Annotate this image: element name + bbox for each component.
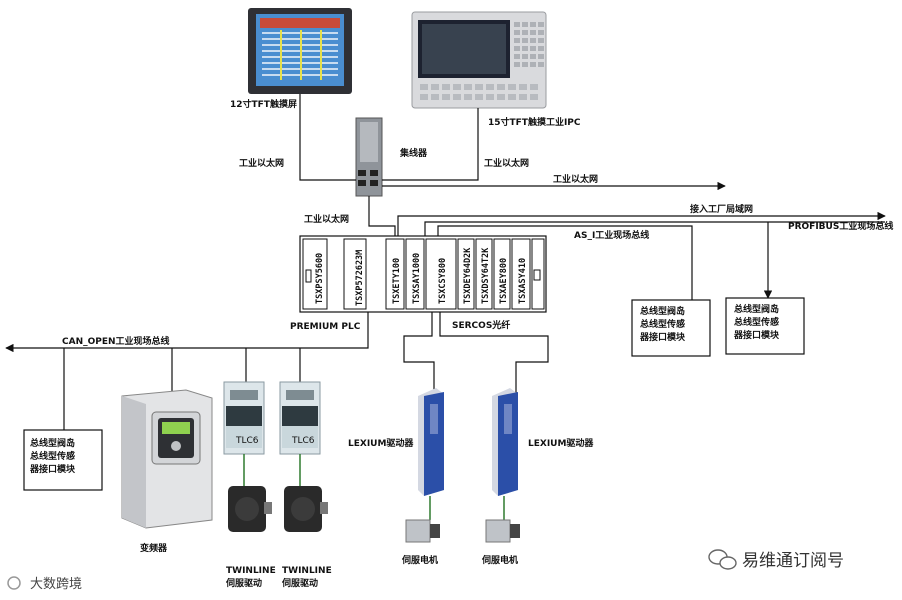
- gateway-line: 总线型阀岛: [640, 305, 685, 317]
- hmi-12-label: 12寸TFT触摸屏: [230, 98, 297, 110]
- plc-module-5: TSXDEY64D2K: [463, 247, 473, 304]
- gateway-line: 总线型阀岛: [30, 437, 75, 449]
- ipc-ethernet-line: [382, 108, 479, 181]
- plc-modules: TSXPSY5600 TSXP572623M TSXETY100 TSXSAY1…: [315, 247, 528, 306]
- factory-net-label: 接入工厂局域网: [690, 203, 753, 215]
- gateway-line: 器接口模块: [639, 331, 686, 343]
- hub-label: 集线器: [399, 147, 428, 159]
- gateway-line: 总线型阀岛: [734, 303, 779, 315]
- gateway-line: 器接口模块: [733, 329, 780, 341]
- hmi-12-device: [248, 8, 352, 94]
- plc-module-3: TSXSAY1000: [412, 253, 422, 304]
- watermark-left-text: 大数跨境: [30, 577, 82, 592]
- plc-module-0: TSXPSY5600: [315, 253, 325, 304]
- plc-module-6: TSXDSY64T2K: [481, 247, 491, 304]
- ethernet-left-label: 工业以太网: [239, 157, 284, 169]
- lexium-label: LEXIUM驱动器: [528, 438, 594, 449]
- gateway-line: 器接口模块: [29, 463, 76, 475]
- ipc-15-label: 15寸TFT触摸工业IPC: [488, 116, 581, 128]
- profibus-line: [424, 221, 885, 298]
- canopen-label: CAN_OPEN工业现场总线: [62, 335, 170, 347]
- plc-module-7: TSXAEY800: [499, 258, 509, 304]
- plc-label: PREMIUM PLC: [290, 322, 361, 332]
- watermark-logo-icon: [7, 576, 21, 590]
- asi-bus-label: AS_I工业现场总线: [574, 229, 649, 241]
- lexium-drive-2: [485, 388, 520, 543]
- tlc-drive-1: TLC6: [223, 381, 272, 532]
- gateway-line: 总线型传感: [640, 318, 685, 330]
- vfd-device: [121, 389, 213, 529]
- servo-motor-label: 伺服电机: [481, 554, 518, 566]
- tlc-drive-2: TLC6: [279, 381, 328, 532]
- plc-rack: [299, 235, 547, 313]
- hub-device: [355, 117, 383, 197]
- main-ethernet-label: 工业以太网: [553, 173, 598, 185]
- gateway-line: 总线型传感: [734, 316, 779, 328]
- canopen-bus-line: [5, 312, 369, 353]
- watermark-right: 易维通订阅号: [708, 549, 844, 571]
- wechat-icon: [708, 549, 737, 570]
- gateway-box-asi: 总线型阀岛 总线型传感 器接口模块: [631, 299, 711, 357]
- plc-module-4: TSXCSY800: [438, 258, 448, 304]
- watermark-left: 大数跨境: [7, 576, 82, 592]
- profibus-label: PROFIBUS工业现场总线: [788, 220, 893, 232]
- tlc-label-line: 伺服驱动: [281, 577, 318, 589]
- servo-motor-label: 伺服电机: [401, 554, 438, 566]
- tlc-label-line: TWINLINE: [282, 566, 332, 576]
- tlc-label-line: TWINLINE: [226, 566, 276, 576]
- lexium-drive-1: [405, 388, 444, 543]
- hmi-ethernet-line: [299, 94, 356, 181]
- plc-module-2: TSXETY100: [392, 258, 402, 304]
- tlc-panel-label: TLC6: [291, 436, 315, 446]
- sercos-label: SERCOS光纤: [452, 319, 510, 331]
- gateway-box-profibus: 总线型阀岛 总线型传感 器接口模块: [725, 297, 805, 355]
- ipc-15-device: [411, 11, 547, 109]
- plc-ethernet-label: 工业以太网: [304, 213, 349, 225]
- asi-bus-line: [437, 225, 693, 300]
- hub-to-plc-line: [368, 196, 396, 238]
- tlc-panel-label: TLC6: [235, 436, 259, 446]
- plc-module-1: TSXP572623M: [355, 250, 365, 306]
- gateway-box-canopen: 总线型阀岛 总线型传感 器接口模块: [23, 429, 103, 491]
- tlc-label-line: 伺服驱动: [225, 577, 262, 589]
- lexium-label: LEXIUM驱动器: [348, 438, 414, 449]
- factory-net-line: [397, 211, 886, 238]
- plc-module-8: TSXASY410: [518, 258, 528, 304]
- gateway-line: 总线型传感: [30, 450, 75, 462]
- sercos-fiber-line-b: [439, 312, 549, 396]
- vfd-label: 变频器: [140, 542, 168, 554]
- ethernet-right-label: 工业以太网: [484, 157, 529, 169]
- sercos-fiber-line-a: [403, 312, 435, 396]
- watermark-right-text: 易维通订阅号: [742, 551, 844, 571]
